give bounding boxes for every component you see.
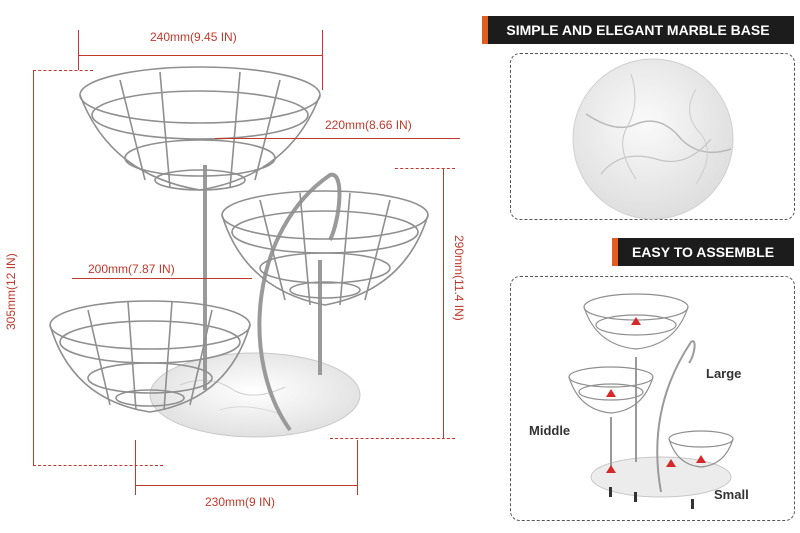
top-basket xyxy=(79,66,321,191)
marble-disc-image xyxy=(572,58,734,220)
marble-base-title: SIMPLE AND ELEGANT MARBLE BASE xyxy=(506,22,770,38)
assemble-banner: EASY TO ASSEMBLE xyxy=(612,238,794,266)
low-basket xyxy=(49,300,251,413)
assembly-diagram xyxy=(568,293,734,509)
fruit-basket-illustration xyxy=(49,66,429,438)
assemble-panel: Large Middle Small xyxy=(510,276,795,521)
low-width-label: 200mm(7.87 IN) xyxy=(88,262,175,276)
banana-hook xyxy=(257,172,342,432)
total-height-label: 305mm(12 IN) xyxy=(4,253,18,330)
marble-base-banner: SIMPLE AND ELEGANT MARBLE BASE xyxy=(482,16,794,44)
label-small: Small xyxy=(714,487,749,502)
side-height-label: 290mm(11.4 IN) xyxy=(452,235,466,321)
top-width-label: 240mm(9.45 IN) xyxy=(150,30,237,44)
middle-basket xyxy=(221,190,429,306)
label-middle: Middle xyxy=(529,423,571,438)
mid-width-label: 220mm(8.66 IN) xyxy=(325,118,412,132)
assemble-title: EASY TO ASSEMBLE xyxy=(631,244,775,260)
base-width-label: 230mm(9 IN) xyxy=(205,495,276,509)
label-large: Large xyxy=(706,366,742,381)
marble-base-panel xyxy=(510,53,795,220)
